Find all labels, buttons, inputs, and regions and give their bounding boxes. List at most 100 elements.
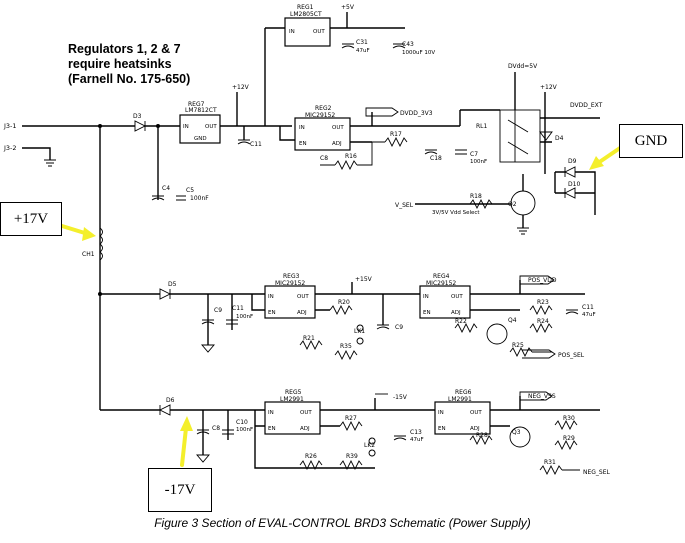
label-d6: D6 [166,397,175,404]
label-c8: C18 [430,155,442,162]
label-r39: R39 [346,453,358,460]
reg1-pin-out: OUT [313,29,325,35]
reg3-part: MIC29152 [275,280,305,287]
reg2-pin-in: IN [299,125,305,131]
connector-label-j3-1: J3-1 [3,122,17,130]
regulator-reg7 [179,114,221,144]
reg4-part: MIC29152 [426,280,456,287]
wire [207,294,233,345]
choke-label: CH1 [82,251,95,258]
wire [350,125,460,143]
capacitor-c4 [151,195,165,201]
wire-j3-gnd [22,147,51,160]
ground-symbol [201,344,215,353]
resistor-r35 [334,349,358,361]
reg7-pin-gnd: GND [194,136,207,142]
label-q4: Q4 [508,317,517,324]
port-neg-vss [519,391,553,401]
arrow-minus17 [180,426,188,467]
reg6-ref: REG6 [455,389,472,396]
arrow-gnd [596,146,622,165]
capacitors-c31-c43 [341,43,406,49]
wire [320,141,385,166]
reg3-pin-out: OUT [297,294,309,300]
reg1-pin-in: IN [289,29,295,35]
capacitor-c5 [176,195,186,201]
label-r28: R28 [476,432,488,439]
rail-minus-15v: -15V [393,394,408,401]
value-c12-b: 47uF [582,312,596,318]
resistor-r26 [299,459,323,471]
label-r30: R30 [563,415,575,422]
label-rl1: RL1 [476,123,488,130]
reg5-pin-adj: ADJ [300,426,310,432]
resistor-r31 [539,464,563,476]
wire [202,410,229,455]
label-d3: D3 [133,113,142,120]
reg5-part: LM2991 [280,396,304,403]
rail-12v-b: +12V [540,84,558,91]
callout-gnd: GND [619,124,683,158]
label-d10: D10 [568,181,580,188]
value-c5: 100nF [190,195,209,202]
reg7-pin-in: IN [183,124,189,130]
callout-plus17v: +17V [0,202,62,236]
signal-v-sel: V_SEL [395,202,414,209]
capacitors-c8-c18 [424,149,467,155]
connector-label-j3-2: J3-2 [3,144,17,152]
resistor-r27 [339,420,363,432]
rail-5v: +5V [341,4,355,11]
resistor-r17 [384,136,408,148]
wire [540,92,552,174]
capacitors-c7-c9 [201,319,238,325]
label-r25: R25 [512,342,524,349]
label-d4: D4 [555,135,564,142]
resistor-r28 [469,434,493,446]
wire [554,171,596,215]
reg1-ref: REG1 [297,4,314,11]
heatsink-note: Regulators 1, 2 & 7 require heatsinks (F… [68,42,238,87]
label-r17: R17 [390,131,402,138]
reg7-part: LM7812CT [185,107,217,114]
capacitor-c11 [376,324,390,330]
reg6-pin-en: EN [438,426,446,432]
value-c43: 1000uF 10V [402,50,435,56]
wire [459,109,500,126]
reg1-part: LM2805CT [290,11,322,18]
reg4-pin-en: EN [423,310,431,316]
value-c13: 47uF [410,437,424,443]
reg4-pin-in: IN [423,294,429,300]
resistor-r39 [339,459,363,471]
label-c9: C11 [232,305,244,312]
diode-d3 [134,120,147,132]
arrow-head-minus17 [180,416,193,431]
label-lk1: LK1 [354,328,365,335]
rail-neg-vss: NEG_VSS [528,393,556,400]
capacitor-c13 [393,435,407,441]
label-c11: C9 [395,324,403,331]
wire [254,410,375,469]
signal-vdd-select: 3V/5V Vdd Select [432,210,480,216]
label-c13: C13 [410,429,422,436]
link-lk1 [356,324,364,345]
regulator-reg5 [264,401,321,435]
label-q3: Q3 [512,429,521,436]
label-c5: C5 [186,187,194,194]
rail-dvdd-5v: DVdd=5V [508,63,538,70]
reg4-ref: REG4 [433,273,450,280]
relay-rl1 [499,109,541,163]
label-c43: C43 [402,41,414,48]
ground-symbol [196,454,210,463]
label-r29: R29 [563,435,575,442]
value-c31: 47uF [356,48,370,54]
resistors-r23-r24 [529,304,553,334]
regulator-reg4 [419,285,471,319]
diode-d4 [539,131,553,141]
reg2-ref: REG2 [315,105,332,112]
reg5-ref: REG5 [285,389,302,396]
resistor-r16 [334,159,358,171]
label-r26: R26 [305,453,317,460]
reg6-part: LM2991 [448,396,472,403]
label-c8-b: C8 [212,425,220,432]
